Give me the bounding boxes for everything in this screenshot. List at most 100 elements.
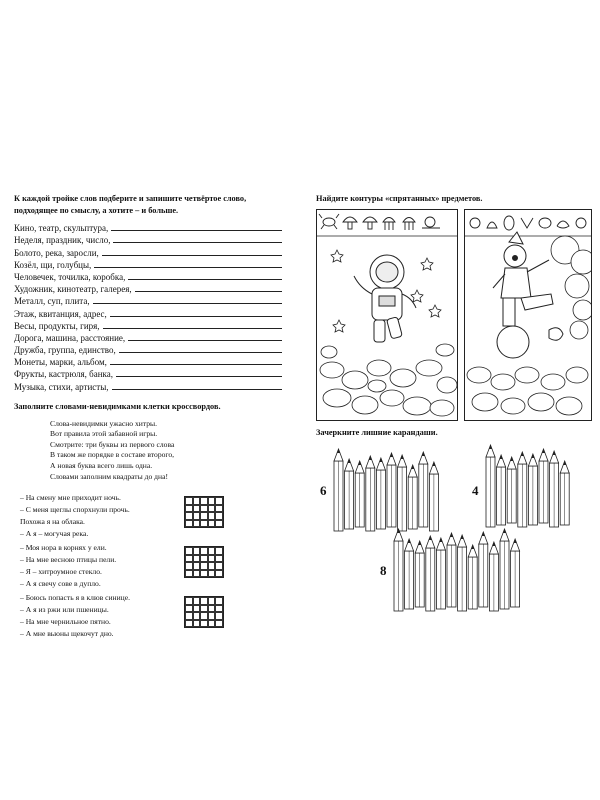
answer-line[interactable]: [109, 364, 282, 366]
pencil[interactable]: [428, 460, 439, 532]
grid-cell[interactable]: [200, 512, 208, 520]
pencil[interactable]: [393, 527, 404, 612]
grid-cell[interactable]: [192, 597, 201, 605]
grid-cell[interactable]: [200, 547, 208, 555]
pencil[interactable]: [496, 453, 507, 526]
grid-cell[interactable]: [200, 604, 208, 613]
answer-line[interactable]: [128, 278, 282, 280]
grid-cell[interactable]: [207, 547, 216, 555]
answer-line[interactable]: [111, 230, 282, 232]
grid-cell[interactable]: [200, 497, 208, 505]
grid-cell[interactable]: [185, 554, 193, 563]
grid-cell[interactable]: [207, 554, 216, 563]
grid-cell[interactable]: [215, 504, 223, 513]
grid-cell[interactable]: [207, 569, 216, 578]
answer-line[interactable]: [109, 315, 282, 317]
pencil[interactable]: [478, 530, 489, 608]
grid-cell[interactable]: [200, 504, 208, 513]
crossword-grid[interactable]: [184, 496, 224, 529]
grid-cell[interactable]: [185, 519, 193, 528]
crossword-grid[interactable]: [184, 596, 224, 629]
pencil[interactable]: [549, 449, 560, 528]
clown-picture[interactable]: [464, 209, 596, 421]
answer-line[interactable]: [101, 254, 282, 256]
grid-cell[interactable]: [215, 597, 223, 605]
grid-cell[interactable]: [185, 512, 193, 520]
grid-cell[interactable]: [185, 604, 193, 613]
grid-cell[interactable]: [192, 519, 201, 528]
grid-cell[interactable]: [215, 497, 223, 505]
pencil[interactable]: [333, 447, 344, 532]
answer-line[interactable]: [118, 352, 282, 354]
grid-cell[interactable]: [215, 612, 223, 620]
grid-cell[interactable]: [215, 512, 223, 520]
pencil[interactable]: [527, 452, 538, 526]
grid-cell[interactable]: [200, 612, 208, 620]
grid-cell[interactable]: [207, 519, 216, 528]
grid-cell[interactable]: [185, 597, 193, 605]
pencil[interactable]: [435, 536, 446, 610]
grid-cell[interactable]: [192, 547, 201, 555]
answer-line[interactable]: [111, 388, 282, 390]
grid-cell[interactable]: [192, 604, 201, 613]
grid-cell[interactable]: [185, 504, 193, 513]
grid-cell[interactable]: [185, 547, 193, 555]
grid-cell[interactable]: [207, 512, 216, 520]
grid-cell[interactable]: [200, 562, 208, 570]
grid-cell[interactable]: [200, 519, 208, 528]
pencil[interactable]: [386, 451, 397, 528]
grid-cell[interactable]: [215, 547, 223, 555]
grid-cell[interactable]: [192, 504, 201, 513]
grid-cell[interactable]: [215, 519, 223, 528]
grid-cell[interactable]: [192, 497, 201, 505]
answer-line[interactable]: [94, 266, 282, 268]
grid-cell[interactable]: [200, 597, 208, 605]
pencil[interactable]: [506, 455, 517, 524]
grid-cell[interactable]: [215, 619, 223, 628]
grid-cell[interactable]: [215, 562, 223, 570]
pencil[interactable]: [365, 454, 376, 532]
pencil[interactable]: [354, 459, 365, 528]
pencil-group-1[interactable]: [332, 443, 452, 538]
answer-line[interactable]: [92, 303, 282, 305]
answer-line[interactable]: [134, 291, 282, 293]
answer-line[interactable]: [128, 339, 282, 341]
answer-line[interactable]: [116, 376, 282, 378]
pencil[interactable]: [404, 537, 415, 610]
grid-cell[interactable]: [192, 512, 201, 520]
grid-cell[interactable]: [207, 597, 216, 605]
grid-cell[interactable]: [192, 554, 201, 563]
grid-cell[interactable]: [215, 554, 223, 563]
grid-cell[interactable]: [200, 569, 208, 578]
pencil[interactable]: [559, 459, 570, 526]
grid-cell[interactable]: [185, 497, 193, 505]
grid-cell[interactable]: [185, 562, 193, 570]
pencil[interactable]: [407, 463, 418, 530]
grid-cell[interactable]: [207, 562, 216, 570]
grid-cell[interactable]: [192, 562, 201, 570]
answer-line[interactable]: [102, 327, 282, 329]
grid-cell[interactable]: [192, 569, 201, 578]
grid-cell[interactable]: [200, 554, 208, 563]
grid-cell[interactable]: [207, 497, 216, 505]
pencil[interactable]: [375, 456, 386, 530]
pencil[interactable]: [414, 539, 425, 608]
pencil[interactable]: [517, 450, 528, 528]
grid-cell[interactable]: [192, 619, 201, 628]
pencil[interactable]: [467, 543, 478, 610]
crossword-grid[interactable]: [184, 546, 224, 579]
astronaut-picture[interactable]: [316, 209, 458, 421]
grid-cell[interactable]: [185, 569, 193, 578]
grid-cell[interactable]: [215, 604, 223, 613]
grid-cell[interactable]: [200, 619, 208, 628]
pencil[interactable]: [446, 531, 457, 608]
pencil-group-3[interactable]: [392, 523, 532, 618]
grid-cell[interactable]: [207, 504, 216, 513]
pencil[interactable]: [425, 534, 436, 612]
pencil[interactable]: [344, 457, 355, 530]
grid-cell[interactable]: [215, 569, 223, 578]
pencil[interactable]: [499, 527, 510, 610]
pencil[interactable]: [488, 540, 499, 612]
grid-cell[interactable]: [185, 612, 193, 620]
pencil[interactable]: [485, 443, 496, 528]
